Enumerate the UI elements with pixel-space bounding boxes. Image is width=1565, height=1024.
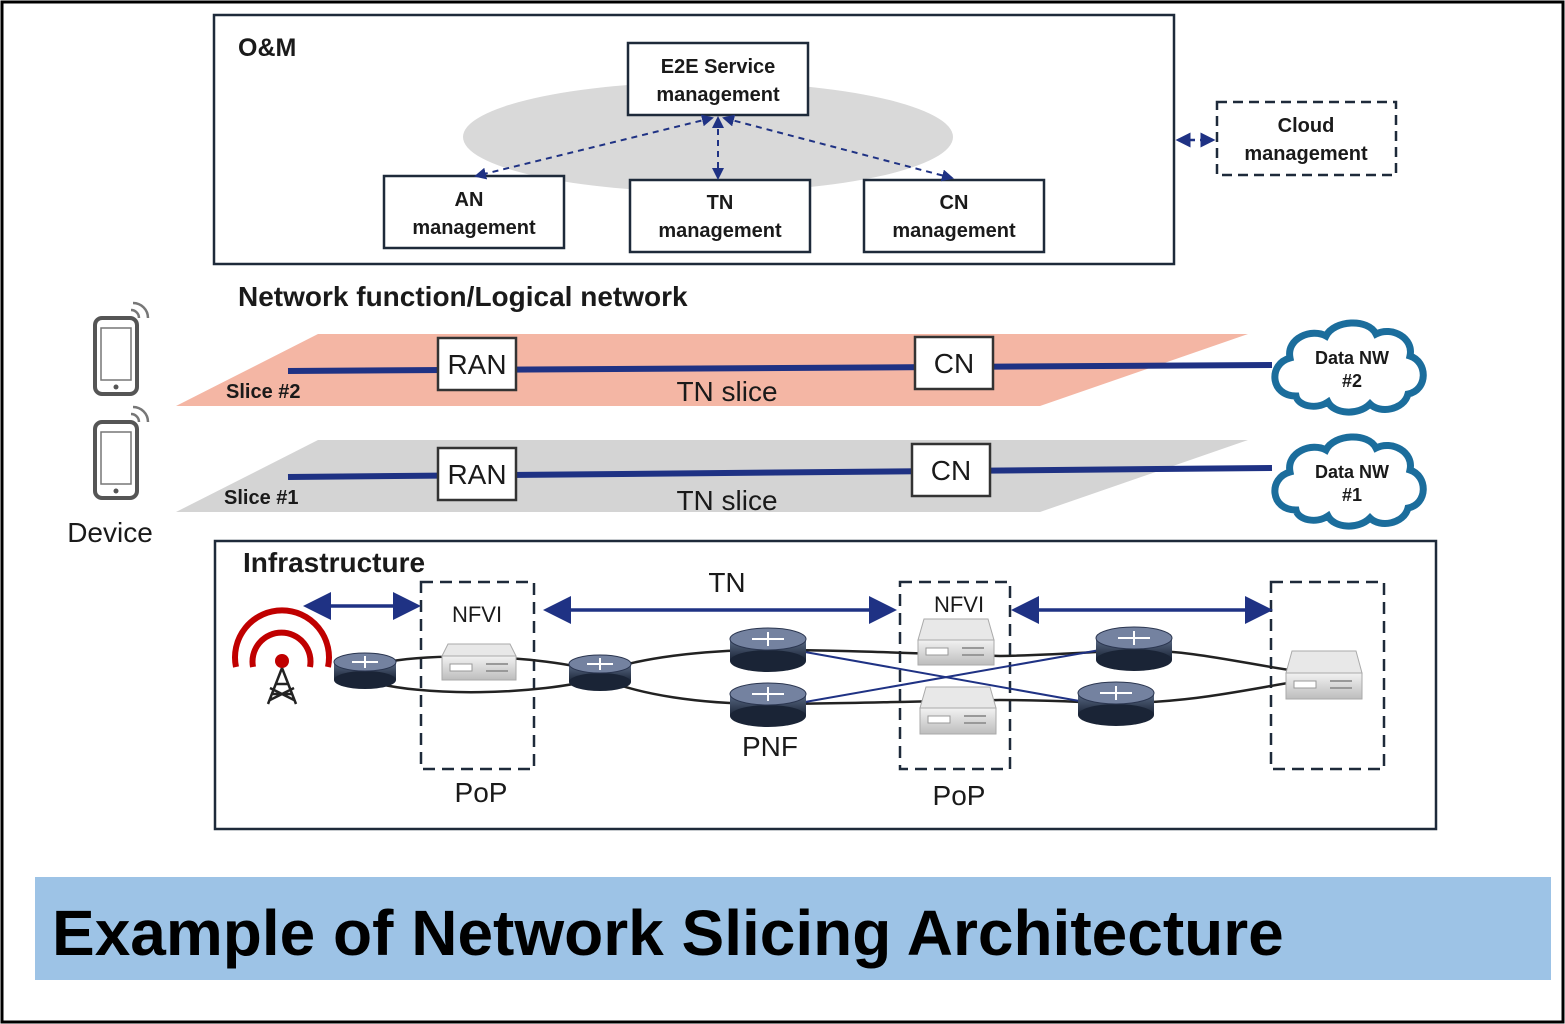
data-nw-1-cloud-shape (1271, 433, 1427, 530)
router-icon-1 (333, 652, 397, 689)
router-icon-4 (729, 682, 807, 727)
tn-mgmt-box (628, 178, 812, 254)
slice-2-tn-label: TN slice (676, 376, 777, 407)
router-icon-6 (1077, 681, 1155, 726)
om-title: O&M (238, 34, 296, 62)
data-nw-2-cloud-icon (1271, 319, 1427, 416)
router-icon-2 (568, 654, 632, 691)
slice-1-ran-box (436, 446, 518, 502)
e2e-label-1: E2E Service (661, 56, 776, 78)
pop-1-label: PoP (455, 777, 508, 808)
cloud-mgmt-label-1: Cloud (1278, 115, 1335, 137)
slice-1-cn-label: CN (931, 455, 971, 486)
cloud-mgmt-label-2: management (1244, 143, 1368, 165)
device-label: Device (67, 517, 153, 548)
om-section: O&M E2E Service management AN management… (212, 13, 1398, 266)
server-icon-1 (441, 643, 517, 681)
slice-2-ran-box (436, 336, 518, 392)
e2e-label-2: management (656, 84, 780, 106)
nfvi-2-label: NFVI (934, 592, 984, 617)
antenna-tower-icon (232, 607, 332, 705)
e2e-box (626, 41, 810, 117)
slice-1-label: Slice #1 (224, 487, 299, 509)
slice-2-cn-label: CN (934, 348, 974, 379)
cloud-mgmt-box (1215, 100, 1398, 177)
tn-mgmt-label-2: management (658, 220, 782, 242)
data-nw-2-label-1: Data NW (1315, 348, 1389, 368)
slice-2: Slice #2 RAN CN TN slice Data NW #2 (176, 319, 1427, 416)
pnf-label: PNF (742, 731, 798, 762)
network-title: Network function/Logical network (238, 281, 688, 312)
title-banner (35, 877, 1551, 980)
router-icon-5 (1095, 626, 1173, 671)
slice-2-label: Slice #2 (226, 381, 301, 403)
cn-mgmt-box (862, 178, 1046, 254)
an-label-2: management (412, 217, 536, 239)
pop-2-box (898, 580, 1012, 771)
cn-mgmt-label-1: CN (940, 192, 969, 214)
pop-2-label: PoP (933, 780, 986, 811)
server-icon-3 (919, 686, 997, 735)
cn-mgmt-label-2: management (892, 220, 1016, 242)
cross-link-2 (804, 649, 1101, 703)
data-nw-1-cloud-icon (1271, 433, 1427, 530)
tn-mgmt-label-1: TN (707, 192, 734, 214)
phone-icon-2 (93, 405, 150, 500)
an-box (382, 174, 566, 250)
slice-2-cn-box (913, 335, 995, 391)
infrastructure-section: Infrastructure TN (213, 539, 1438, 831)
slice-1-ran-label: RAN (447, 459, 506, 490)
router-icon-3 (729, 627, 807, 672)
an-label-1: AN (455, 189, 484, 211)
tn-label: TN (708, 567, 745, 598)
data-nw-2-label-2: #2 (1342, 371, 1362, 391)
phone-icon-1 (93, 301, 150, 396)
arrow-e2e-an (474, 114, 714, 180)
slice-1-tn-label: TN slice (676, 485, 777, 516)
infra-title: Infrastructure (243, 547, 425, 578)
slice-2-ran-label: RAN (447, 349, 506, 380)
slice-1-cn-box (910, 442, 992, 498)
banner-title: Example of Network Slicing Architecture (52, 897, 1284, 969)
infra-box (213, 539, 1438, 831)
slice-1: Slice #1 RAN CN TN slice Data NW #1 (176, 433, 1427, 530)
data-nw-1-label-1: Data NW (1315, 462, 1389, 482)
nfvi-1-label: NFVI (452, 602, 502, 627)
server-icon-4 (1285, 650, 1363, 700)
data-nw-2-cloud-shape (1271, 319, 1427, 416)
data-nw-1-label-2: #1 (1342, 485, 1362, 505)
server-icon-2 (917, 618, 995, 666)
